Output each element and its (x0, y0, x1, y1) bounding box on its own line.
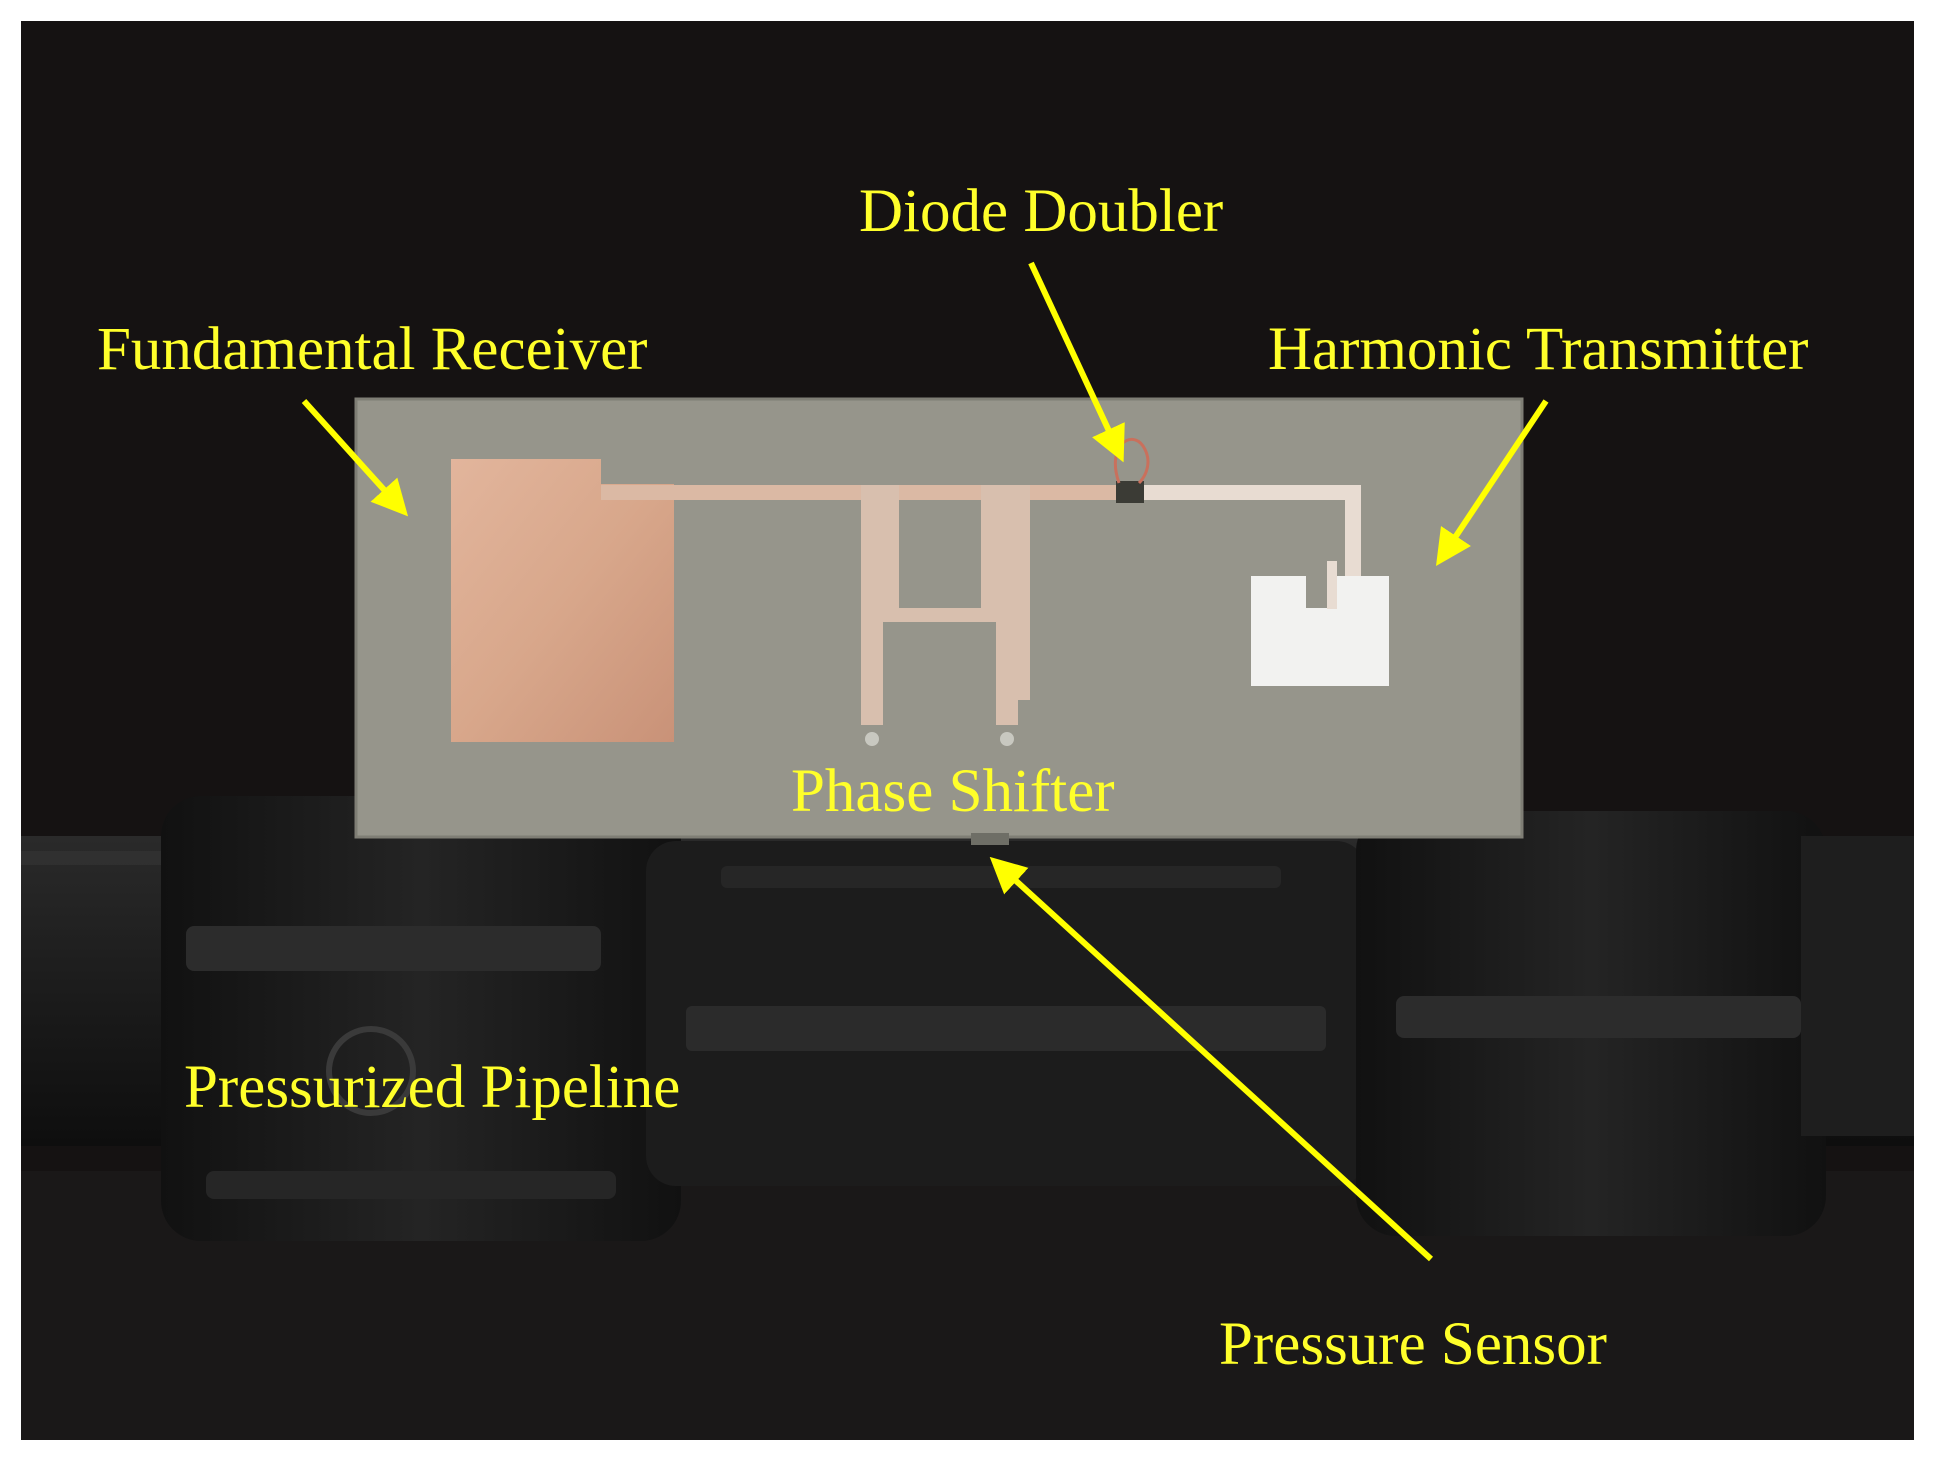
feed-line-down (1345, 485, 1361, 585)
right-coupler-rib (1396, 996, 1801, 1038)
photo: Diode Doubler Fundamental Receiver Harmo… (21, 21, 1914, 1440)
arrow-pressure-sensor (989, 856, 1434, 1262)
phase-shifter-stub-left (861, 485, 883, 725)
pressure-sensor-chip (971, 833, 1009, 845)
phase-shifter-crossbar (883, 608, 997, 622)
pcb-board-shade (354, 397, 1524, 839)
label-diode-doubler: Diode Doubler (859, 178, 1224, 245)
right-pipe-end (1801, 836, 1914, 1136)
label-phase-shifter: Phase Shifter (791, 758, 1115, 825)
phase-shifter-stub-far (1016, 485, 1030, 700)
left-coupler-rib (186, 926, 601, 971)
label-pressure-sensor: Pressure Sensor (1219, 1311, 1607, 1378)
label-pressurized-pipeline: Pressurized Pipeline (184, 1054, 681, 1121)
center-sleeve-rib (686, 1006, 1326, 1051)
center-sleeve-top-rib (721, 866, 1281, 888)
phase-shifter-via-right (1000, 732, 1014, 746)
photo-scene (21, 21, 1914, 1440)
diode-component (1116, 481, 1144, 503)
arrow-diode-doubler (1028, 261, 1125, 463)
phase-shifter-stub-middle-2 (981, 485, 997, 620)
arrow-fundamental-receiver (301, 398, 409, 517)
label-fundamental-receiver: Fundamental Receiver (97, 316, 648, 383)
phase-shifter-stub-right (996, 485, 1018, 725)
left-coupler (161, 796, 681, 1241)
transmitter-feed (1327, 561, 1337, 609)
receiver-patch-notch (601, 459, 674, 484)
feed-line-right (1136, 485, 1361, 500)
left-coupler-emblem (326, 1026, 416, 1116)
arrow-harmonic-transmitter (1436, 399, 1549, 566)
left-coupler-bottom-rib (206, 1171, 616, 1199)
label-harmonic-transmitter: Harmonic Transmitter (1268, 316, 1809, 383)
phase-shifter-stub-middle (883, 485, 899, 620)
receiver-patch (451, 459, 674, 742)
phase-shifter-via-left (865, 732, 879, 746)
